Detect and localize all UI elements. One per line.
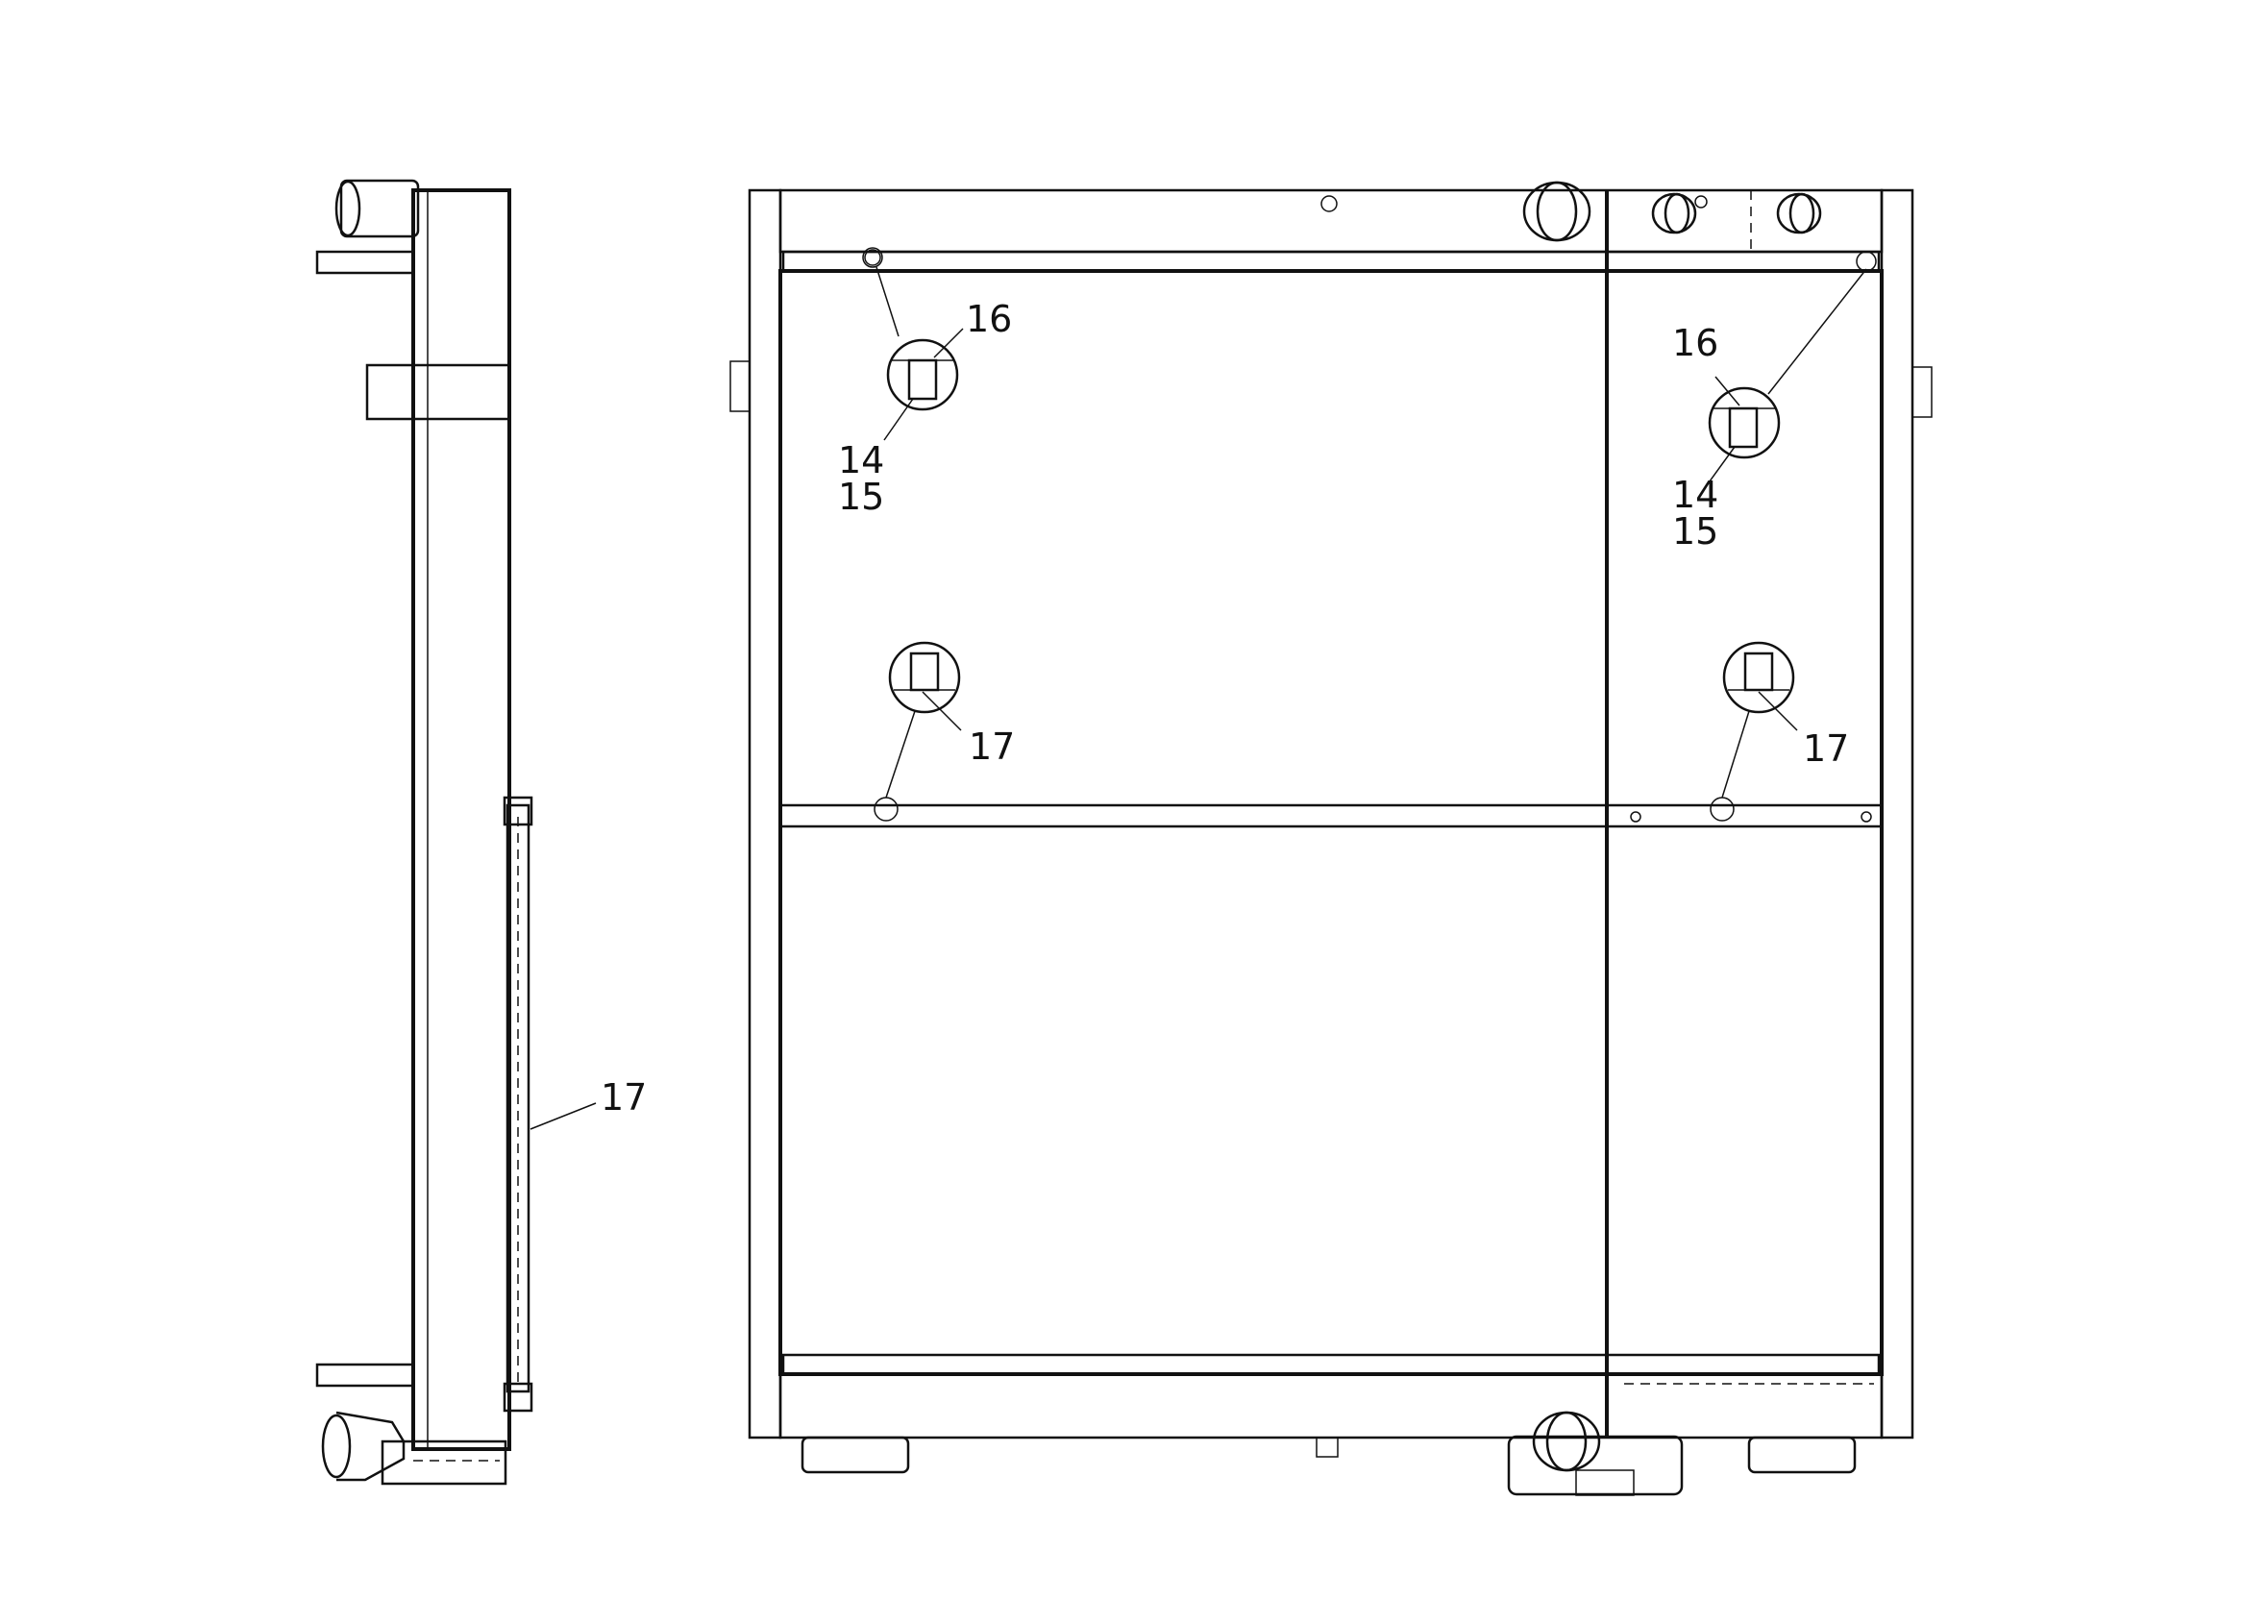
callout-14-right: 14 [1672,474,1718,516]
callout-16-left: 16 [966,298,1012,340]
detail-middle-right [1710,641,1798,822]
detail-upper-right [1706,268,1867,486]
callout-17-side: 17 [601,1076,647,1119]
callout-16-right: 16 [1672,322,1718,364]
side-view [315,179,597,1486]
callout-17-right-mid: 17 [1803,727,1849,770]
callout-14-left: 14 [838,439,884,481]
detail-upper-left [862,247,964,441]
callout-15-left: 15 [838,476,884,518]
callout-15-right: 15 [1672,510,1718,553]
detail-middle-left [874,641,962,822]
front-view [729,181,1933,1496]
callout-17-left-mid: 17 [969,726,1015,768]
